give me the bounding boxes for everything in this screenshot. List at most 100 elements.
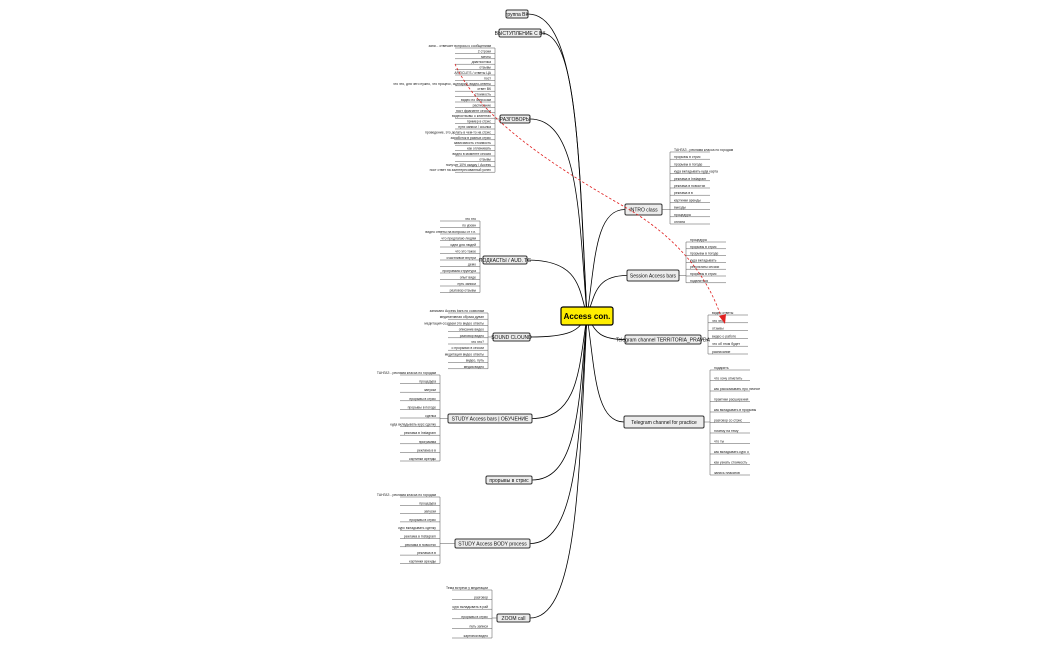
leaf-item[interactable]: курс вкладывать в рай (452, 605, 488, 609)
leaf-item[interactable]: картинки аренды (409, 559, 436, 563)
leaf-item[interactable]: реклама в Instagram (404, 535, 436, 539)
branch-box[interactable] (482, 255, 528, 265)
leaf-item[interactable]: реклама в в (674, 191, 693, 195)
leaf-item[interactable]: ответ ВК (477, 87, 491, 91)
leaf-item[interactable]: картинки аренды (409, 457, 436, 461)
central-topic-box[interactable] (560, 306, 614, 326)
leaf-item[interactable]: картинки видео (464, 634, 488, 638)
leaf-item[interactable]: куда вкладывать (690, 258, 717, 262)
leaf-item[interactable]: куда вкладывать курс сделку (390, 423, 436, 427)
branch-box[interactable] (485, 475, 533, 485)
branch-box[interactable] (447, 413, 533, 424)
leaf-item[interactable]: результаты сессии (690, 265, 719, 269)
branch-box[interactable] (505, 9, 529, 19)
leaf-item[interactable]: куда вкладывать куда карта (674, 170, 718, 174)
leaf-item[interactable]: медиа видео (464, 365, 484, 369)
leaf-item[interactable]: путь записи (457, 282, 476, 286)
leaf-item[interactable]: счастливое внутри (446, 256, 476, 260)
leaf-item[interactable]: как рассказывать про личное (714, 387, 760, 391)
leaf-item[interactable]: процедура (419, 501, 436, 505)
leaf-item[interactable]: ТАНГАЗ - реклама класса по городам (377, 371, 437, 375)
leaf-item[interactable]: стоимость (475, 93, 491, 97)
leaf-item[interactable]: как вкладывать курс о (714, 450, 749, 454)
leaf-item[interactable]: отзывы (479, 66, 491, 70)
leaf-item[interactable]: пост ответ на заинтересованный успех (430, 168, 492, 172)
branch-node-b8[interactable]: ZOOM call (496, 613, 531, 623)
leaf-item[interactable]: что предлагаю людям (441, 237, 476, 241)
branch-node-b0[interactable]: группа ВК (505, 9, 529, 19)
leaf-item[interactable]: процедура (419, 380, 436, 384)
leaf-item[interactable]: процедура (674, 213, 691, 217)
leaf-item[interactable]: Тема встречи у медитации (446, 586, 488, 590)
leaf-item[interactable]: что об этом будет (712, 342, 740, 346)
leaf-item[interactable]: демо (468, 263, 476, 267)
leaf-item[interactable]: картинки аренды (674, 198, 701, 202)
leaf-item[interactable]: прорывы в стрис (690, 272, 717, 276)
leaf-item[interactable]: программа (419, 440, 436, 444)
branch-node-b6[interactable]: прорывы в стрис (485, 475, 533, 485)
branch-node-b11[interactable]: Telegram channel TERRITORIA_PRAVDA (616, 334, 711, 345)
leaf-item[interactable]: поделиться (690, 279, 708, 283)
central-topic[interactable]: Access con. (560, 306, 614, 326)
leaf-item[interactable]: прорывы в стрис (674, 155, 701, 159)
leaf-item[interactable]: описание видео (459, 328, 484, 332)
leaf-item[interactable]: по уровн (462, 224, 476, 228)
branch-box[interactable] (623, 415, 705, 429)
leaf-item[interactable]: реклама в в (417, 448, 436, 452)
leaf-item[interactable]: курс вкладывать сделку (398, 526, 436, 530)
leaf-item[interactable]: как оплачивать (467, 147, 491, 151)
leaf-item[interactable]: медитативная образа дуван (440, 315, 484, 319)
leaf-item[interactable]: пример в стрис (467, 120, 491, 124)
leaf-item[interactable]: мечты (481, 55, 491, 59)
leaf-item[interactable]: что это (712, 319, 723, 323)
leaf-item[interactable]: ТАНГАЗ - реклама класса по городам (674, 148, 734, 152)
branch-box[interactable] (626, 269, 680, 282)
leaf-item[interactable]: реклама в Instagram (404, 431, 436, 435)
leaf-item[interactable]: реклама в Instagram (674, 177, 706, 181)
leaf-item[interactable]: записано Access bars по созвонам (430, 309, 485, 313)
leaf-item[interactable]: расписание (473, 103, 492, 107)
leaf-item[interactable]: о прорывах в сессии (451, 346, 484, 350)
branch-box[interactable] (454, 538, 531, 549)
leaf-item[interactable]: что это (465, 217, 476, 221)
leaf-item[interactable]: медитация видео ответы (445, 352, 485, 356)
leaf-item[interactable]: сделка (425, 414, 436, 418)
leaf-item[interactable]: реклама в новостях (405, 543, 437, 547)
leaf-item[interactable]: разговор со стрис (714, 419, 742, 423)
leaf-item[interactable]: запуски (424, 388, 436, 392)
leaf-item[interactable]: медитация-создаем это видео ответы (424, 321, 484, 325)
leaf-item[interactable]: видео, путь (466, 359, 484, 363)
branch-box[interactable] (499, 114, 531, 124)
leaf-item[interactable]: реклама в в (417, 551, 436, 555)
leaf-item[interactable]: что ты (714, 440, 725, 444)
leaf-item[interactable]: идеи для людей (450, 243, 476, 247)
leaf-item[interactable]: зависимость стоимость (454, 141, 491, 145)
leaf-item[interactable]: опыт виде (460, 276, 476, 280)
leaf-item[interactable]: почему на тему (714, 429, 739, 433)
branch-node-b5[interactable]: STUDY Access bars | ОБУЧЕНИЕ (447, 413, 533, 424)
leaf-item[interactable]: отзывы (479, 157, 491, 161)
branch-node-b9[interactable]: INTRO class (624, 203, 663, 216)
leaf-item[interactable]: прорывы в погоде (674, 162, 703, 166)
branch-box[interactable] (498, 28, 542, 38)
leaf-item[interactable]: прорывы в погоде (690, 252, 719, 256)
leaf-item[interactable]: пути записи / ссылка (458, 125, 491, 129)
leaf-item[interactable]: как узнать стоимость (714, 461, 748, 465)
leaf-item[interactable]: расписание (712, 350, 731, 354)
leaf-item[interactable]: видео ответы (712, 311, 734, 315)
leaf-item[interactable]: разговор видео (460, 334, 484, 338)
leaf-item[interactable]: видео о работе (712, 334, 736, 338)
branch-node-b10[interactable]: Session Access bars (626, 269, 680, 282)
leaf-item[interactable]: прорывы в стрис (409, 518, 436, 522)
leaf-item[interactable]: заработок в разных стрис (451, 136, 492, 140)
leaf-item[interactable]: практики расширения (714, 398, 749, 402)
branch-node-b4[interactable]: SOUND CLOUND (491, 332, 532, 342)
leaf-item[interactable]: проведение, это делать в чем-то на стрис (425, 130, 491, 134)
leaf-item[interactable]: видео по запросам (461, 98, 492, 102)
leaf-item[interactable]: запись плакатов (714, 471, 740, 475)
leaf-item[interactable]: путь записи (469, 624, 488, 628)
branch-node-b3[interactable]: ПОДКАСТЫ / AUD. TG (479, 255, 531, 265)
leaf-item[interactable]: ТАНГАЗ - реклама класса по городам (377, 493, 437, 497)
leaf-item[interactable]: ARTICLE'S / ответы ЦА (454, 71, 491, 75)
leaf-item[interactable]: прорывы в погоде (408, 405, 437, 409)
